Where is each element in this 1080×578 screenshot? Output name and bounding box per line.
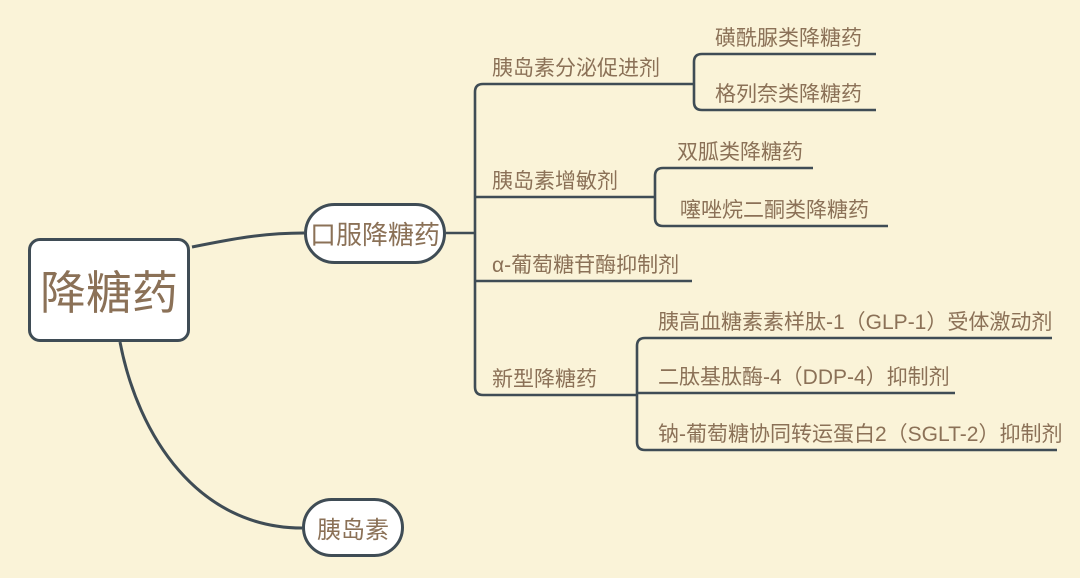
- node-alpha-glucosidase-inhibitors[interactable]: α-葡萄糖苷酶抑制剂: [492, 254, 680, 277]
- node-biguanides[interactable]: 双胍类降糖药: [677, 141, 803, 164]
- node-root-hypoglycemic-drugs[interactable]: 降糖药: [28, 238, 190, 342]
- edge-root-to-insulin: [118, 341, 303, 530]
- node-oral-hypoglycemics[interactable]: 口服降糖药: [304, 203, 446, 264]
- oral-node-label: 口服降糖药: [309, 220, 440, 250]
- node-glp1-receptor-agonists[interactable]: 胰高血糖素素样肽-1（GLP-1）受体激动剂: [658, 311, 1053, 334]
- root-node-label: 降糖药: [40, 267, 178, 319]
- trunk-oral-children: [473, 82, 484, 397]
- node-insulin-secretagogues[interactable]: 胰岛素分泌促进剂: [492, 57, 660, 80]
- node-ddp4-inhibitors[interactable]: 二肽基肽酶-4（DDP-4）抑制剂: [658, 366, 950, 389]
- node-glinides[interactable]: 格列奈类降糖药: [715, 83, 862, 106]
- node-sglt2-inhibitors[interactable]: 钠-葡萄糖协同转运蛋白2（SGLT-2）抑制剂: [658, 423, 1063, 446]
- trunk-sensitizers-children: [653, 166, 664, 228]
- trunk-secretagogues-children: [692, 52, 703, 112]
- node-sulfonylureas[interactable]: 磺酰脲类降糖药: [715, 27, 862, 50]
- node-insulin[interactable]: 胰岛素: [302, 498, 404, 557]
- edge-root-to-oral: [191, 231, 305, 249]
- node-new-type-hypoglycemics[interactable]: 新型降糖药: [492, 368, 597, 391]
- node-thiazolidinediones[interactable]: 噻唑烷二酮类降糖药: [680, 199, 869, 222]
- insulin-node-label: 胰岛素: [317, 517, 389, 544]
- node-insulin-sensitizers[interactable]: 胰岛素增敏剂: [492, 170, 618, 193]
